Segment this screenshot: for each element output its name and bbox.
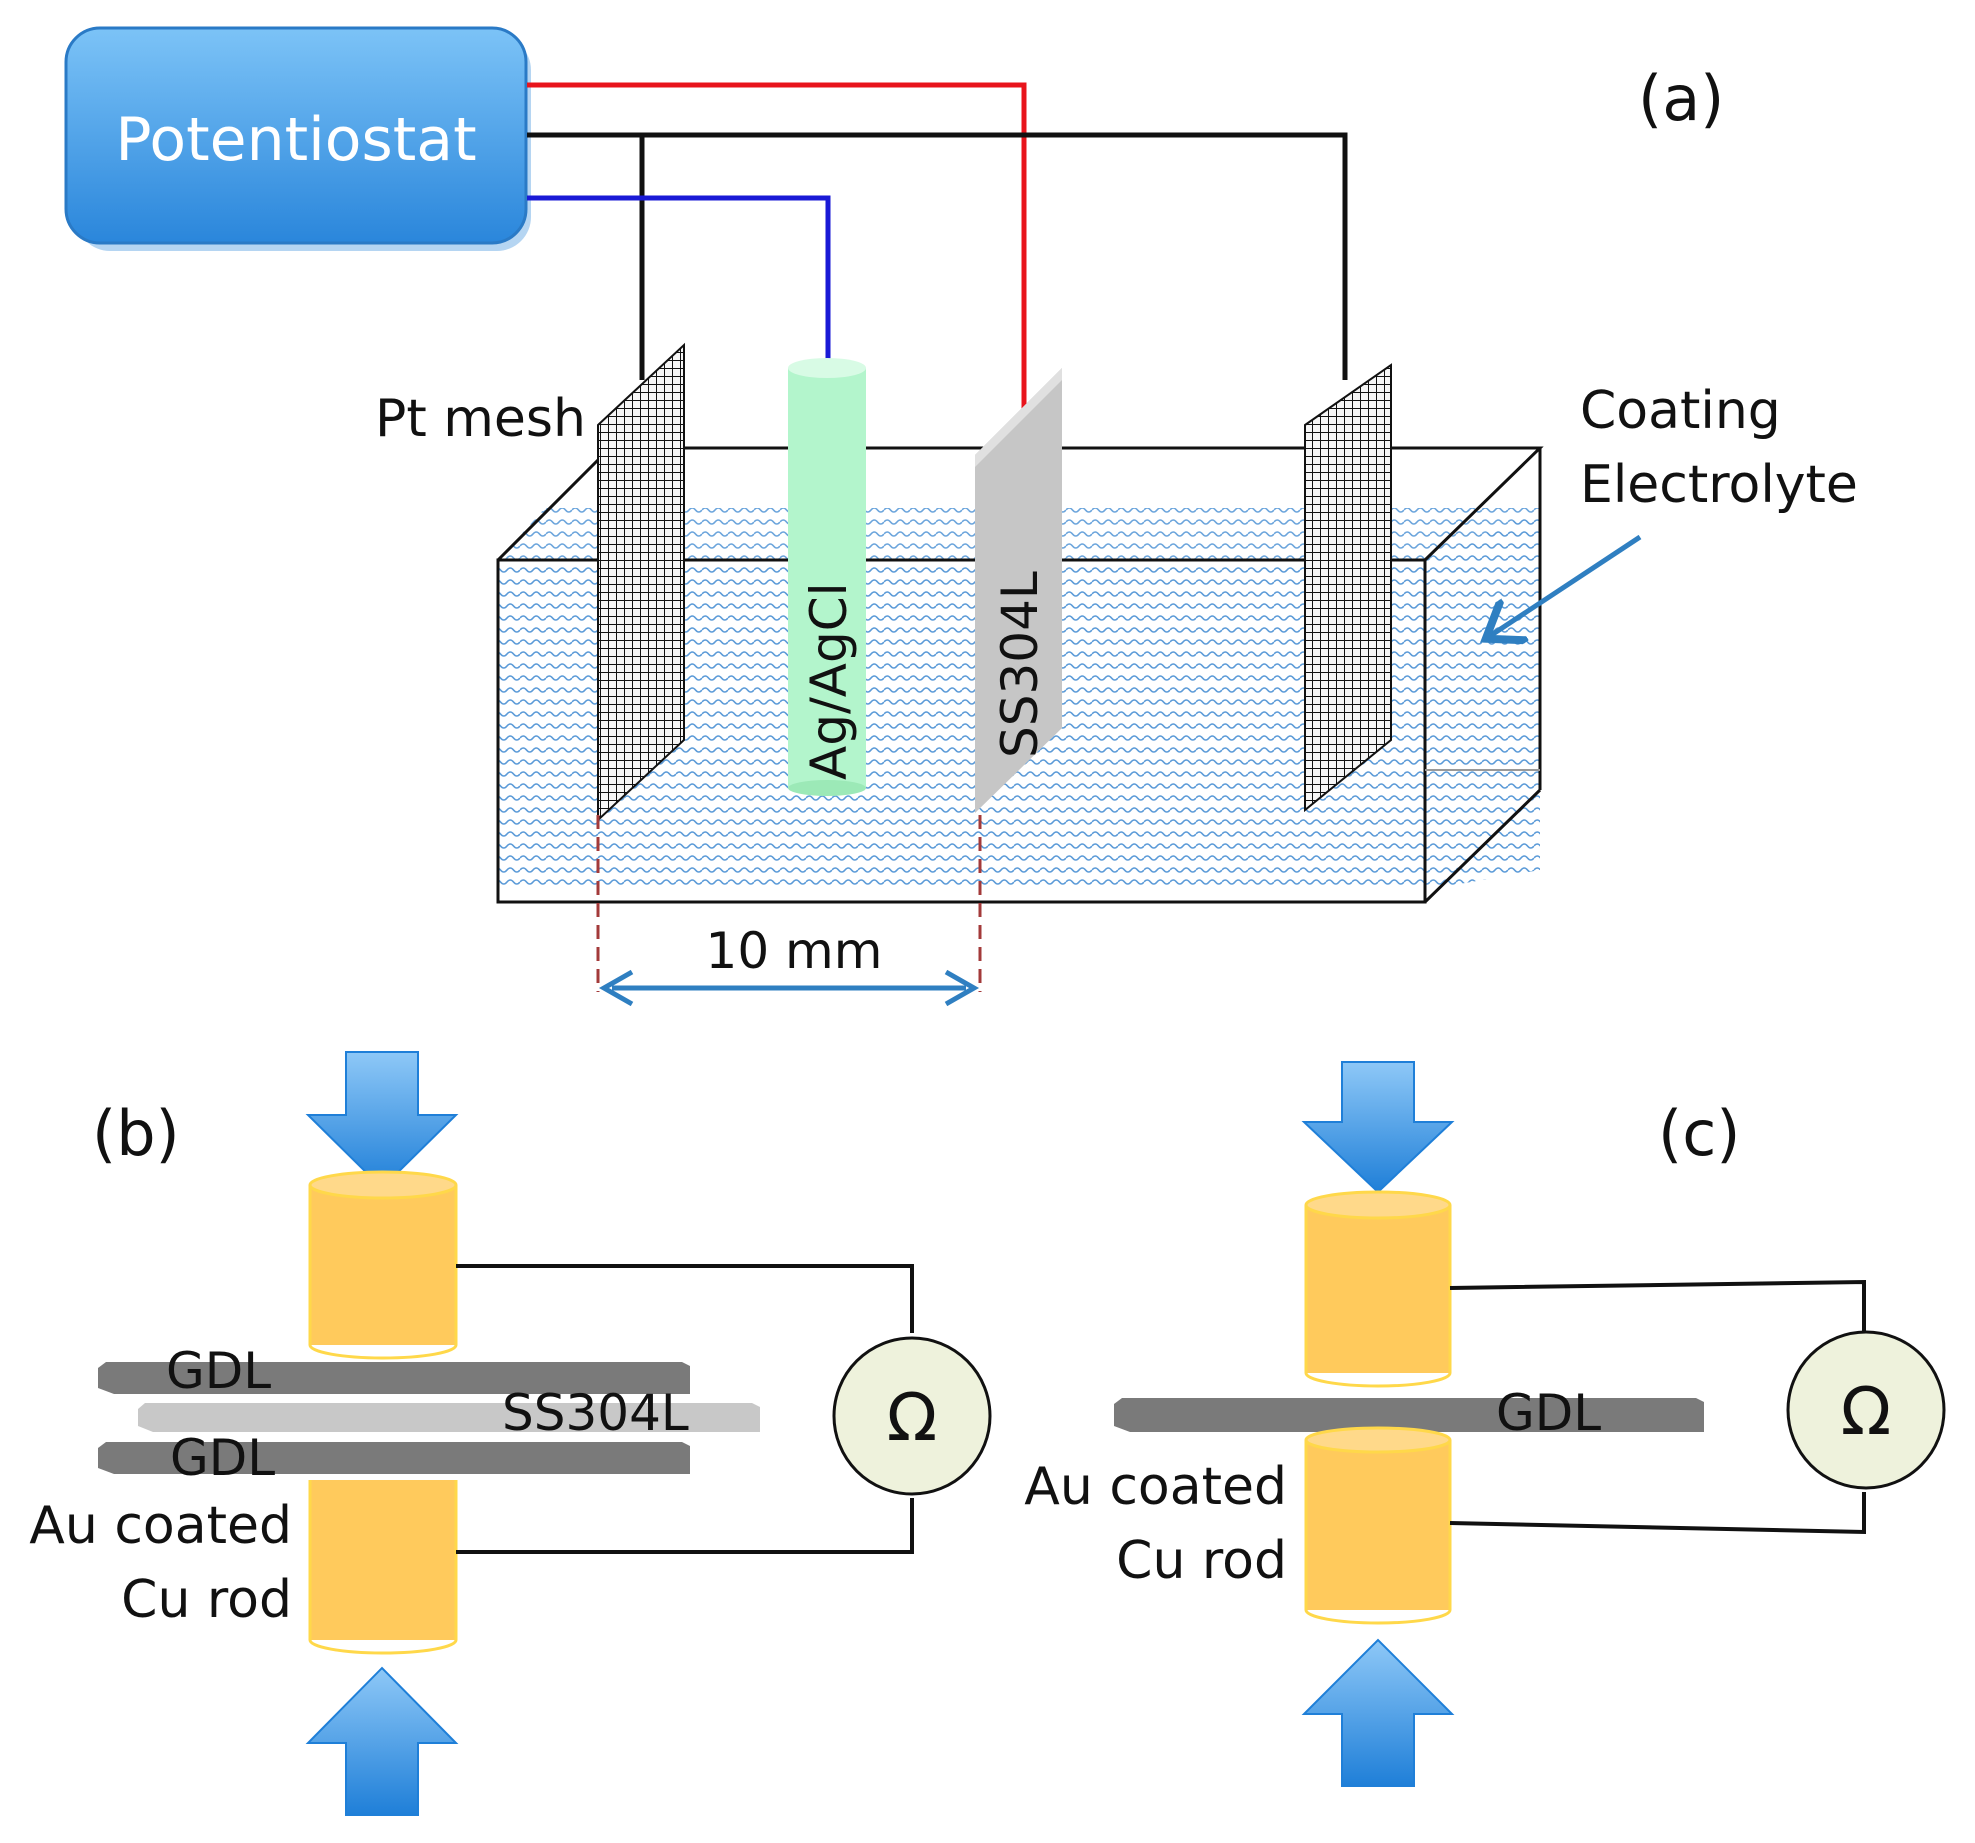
potentiostat: Potentiostat	[64, 26, 531, 251]
tank-back-top-edge	[496, 446, 1544, 562]
gdl-bottom-layer	[98, 1442, 690, 1474]
distance-dimension: 10 mm	[596, 815, 982, 1007]
reference-electrode: Ag/AgCl	[788, 358, 866, 796]
counter-lead-right	[527, 132, 1348, 380]
rod-label-line2: Cu rod	[1116, 1531, 1287, 1591]
bottom-pressure-arrow	[1301, 1638, 1455, 1787]
ohmmeter: Ω	[832, 1336, 992, 1496]
working-electrode-label: SS304L	[991, 571, 1049, 758]
gdl-bottom-label: GDL	[170, 1429, 275, 1487]
meter-lead-bottom	[456, 1498, 914, 1554]
panel-b-label: (b)	[92, 1097, 180, 1170]
panel-c-label: (c)	[1658, 1097, 1740, 1170]
panel-b: (b) GDL SS304L GDL Au coated Cu rod	[29, 1051, 992, 1816]
panel-c: (c) GDL Au coated Cu rod Ω	[1024, 1061, 1946, 1787]
rod-label-line1: Au coated	[1024, 1457, 1287, 1517]
gdl-top-label: GDL	[166, 1342, 271, 1400]
pt-mesh-right	[1304, 363, 1392, 813]
steel-sample-layer	[138, 1403, 760, 1432]
meter-lead-top	[1449, 1279, 1866, 1332]
reference-electrode-label: Ag/AgCl	[800, 582, 858, 780]
pt-mesh-left	[597, 342, 685, 823]
lower-cu-rod	[1304, 1426, 1452, 1625]
top-pressure-arrow	[305, 1051, 459, 1190]
meter-lead-bottom	[1449, 1492, 1866, 1535]
working-electrode: SS304L	[975, 368, 1062, 813]
sample-label: SS304L	[502, 1384, 689, 1442]
working-lead	[527, 82, 1027, 415]
electrolyte-label-line2: Electrolyte	[1580, 455, 1858, 515]
potentiostat-leads	[527, 82, 1348, 415]
panel-a-label: (a)	[1638, 62, 1724, 135]
rod-label-line1: Au coated	[29, 1496, 292, 1556]
ohmmeter: Ω	[1786, 1330, 1946, 1490]
electrolyte-label-line1: Coating	[1580, 381, 1781, 441]
upper-cu-rod	[308, 1170, 458, 1360]
panel-a: (a) Potentiostat Pt mesh	[64, 26, 1858, 1007]
potentiostat-box	[64, 26, 528, 245]
potentiostat-label: Potentiostat	[115, 105, 476, 175]
gdl-top-layer	[98, 1362, 690, 1394]
distance-label: 10 mm	[706, 922, 883, 980]
upper-cu-rod	[1304, 1190, 1452, 1388]
lower-cu-rod	[308, 1480, 458, 1655]
bottom-pressure-arrow	[305, 1666, 459, 1816]
gdl-label: GDL	[1496, 1384, 1601, 1442]
pt-mesh-label: Pt mesh	[375, 389, 586, 449]
top-pressure-arrow	[1301, 1061, 1455, 1194]
reference-lead	[527, 195, 831, 378]
ohmmeter-symbol: Ω	[1841, 1373, 1891, 1450]
meter-lead-top	[456, 1264, 914, 1333]
gdl-layer	[1114, 1398, 1704, 1432]
ohmmeter-symbol: Ω	[887, 1379, 937, 1456]
electrolyte-pointer-arrow	[1490, 534, 1642, 636]
rod-label-line2: Cu rod	[121, 1570, 292, 1630]
tank-front-face	[496, 558, 1427, 904]
